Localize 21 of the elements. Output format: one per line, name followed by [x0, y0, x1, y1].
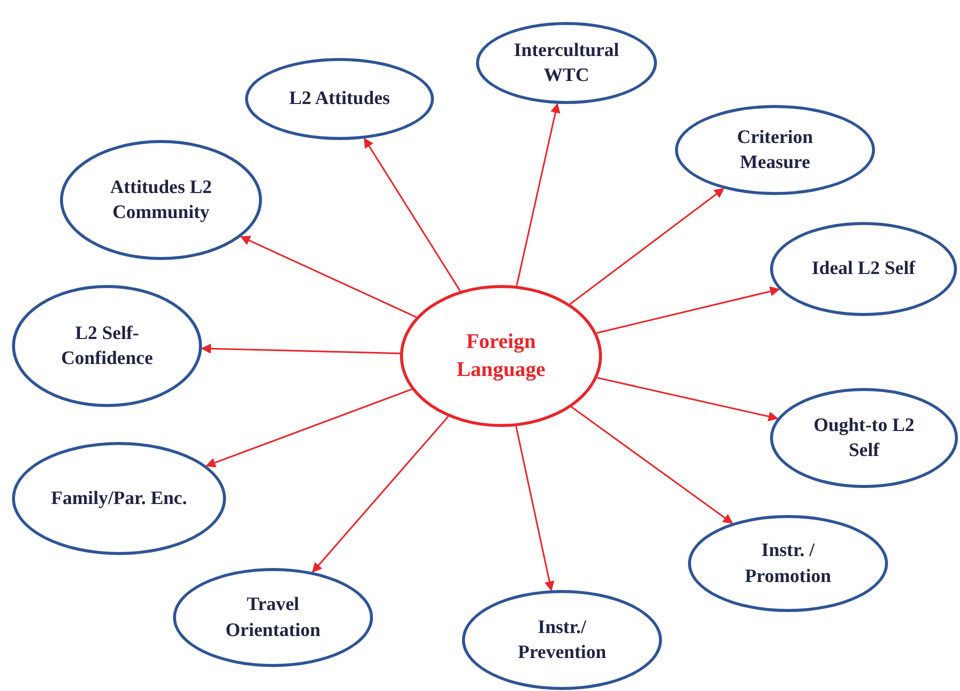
- arrow: [596, 286, 780, 334]
- node-label: Attitudes L2 Community: [109, 176, 213, 225]
- node-label: Instr./ Prevention: [516, 616, 608, 665]
- node-label: Ideal L2 Self: [812, 257, 916, 282]
- arrow: [515, 426, 554, 592]
- node-label: Travel Orientation: [224, 593, 322, 642]
- arrow: [570, 406, 734, 524]
- node-label: Ought-to L2 Self: [812, 414, 916, 463]
- arrow: [200, 344, 400, 354]
- node-label: L2 Self- Confidence: [60, 322, 154, 371]
- arrow: [516, 102, 560, 286]
- node-label: L2 Attitudes: [289, 87, 390, 112]
- node-label: Foreign Language: [456, 328, 546, 383]
- node-label: Intercultural WTC: [512, 38, 620, 88]
- arrow: [570, 188, 724, 305]
- arrow: [240, 236, 417, 318]
- node-label: Family/Par. Enc.: [51, 486, 187, 511]
- arrow: [312, 416, 449, 573]
- node-label: Criterion Measure: [736, 126, 814, 175]
- arrow: [364, 138, 461, 292]
- node-label: Instr. / Promotion: [744, 539, 832, 588]
